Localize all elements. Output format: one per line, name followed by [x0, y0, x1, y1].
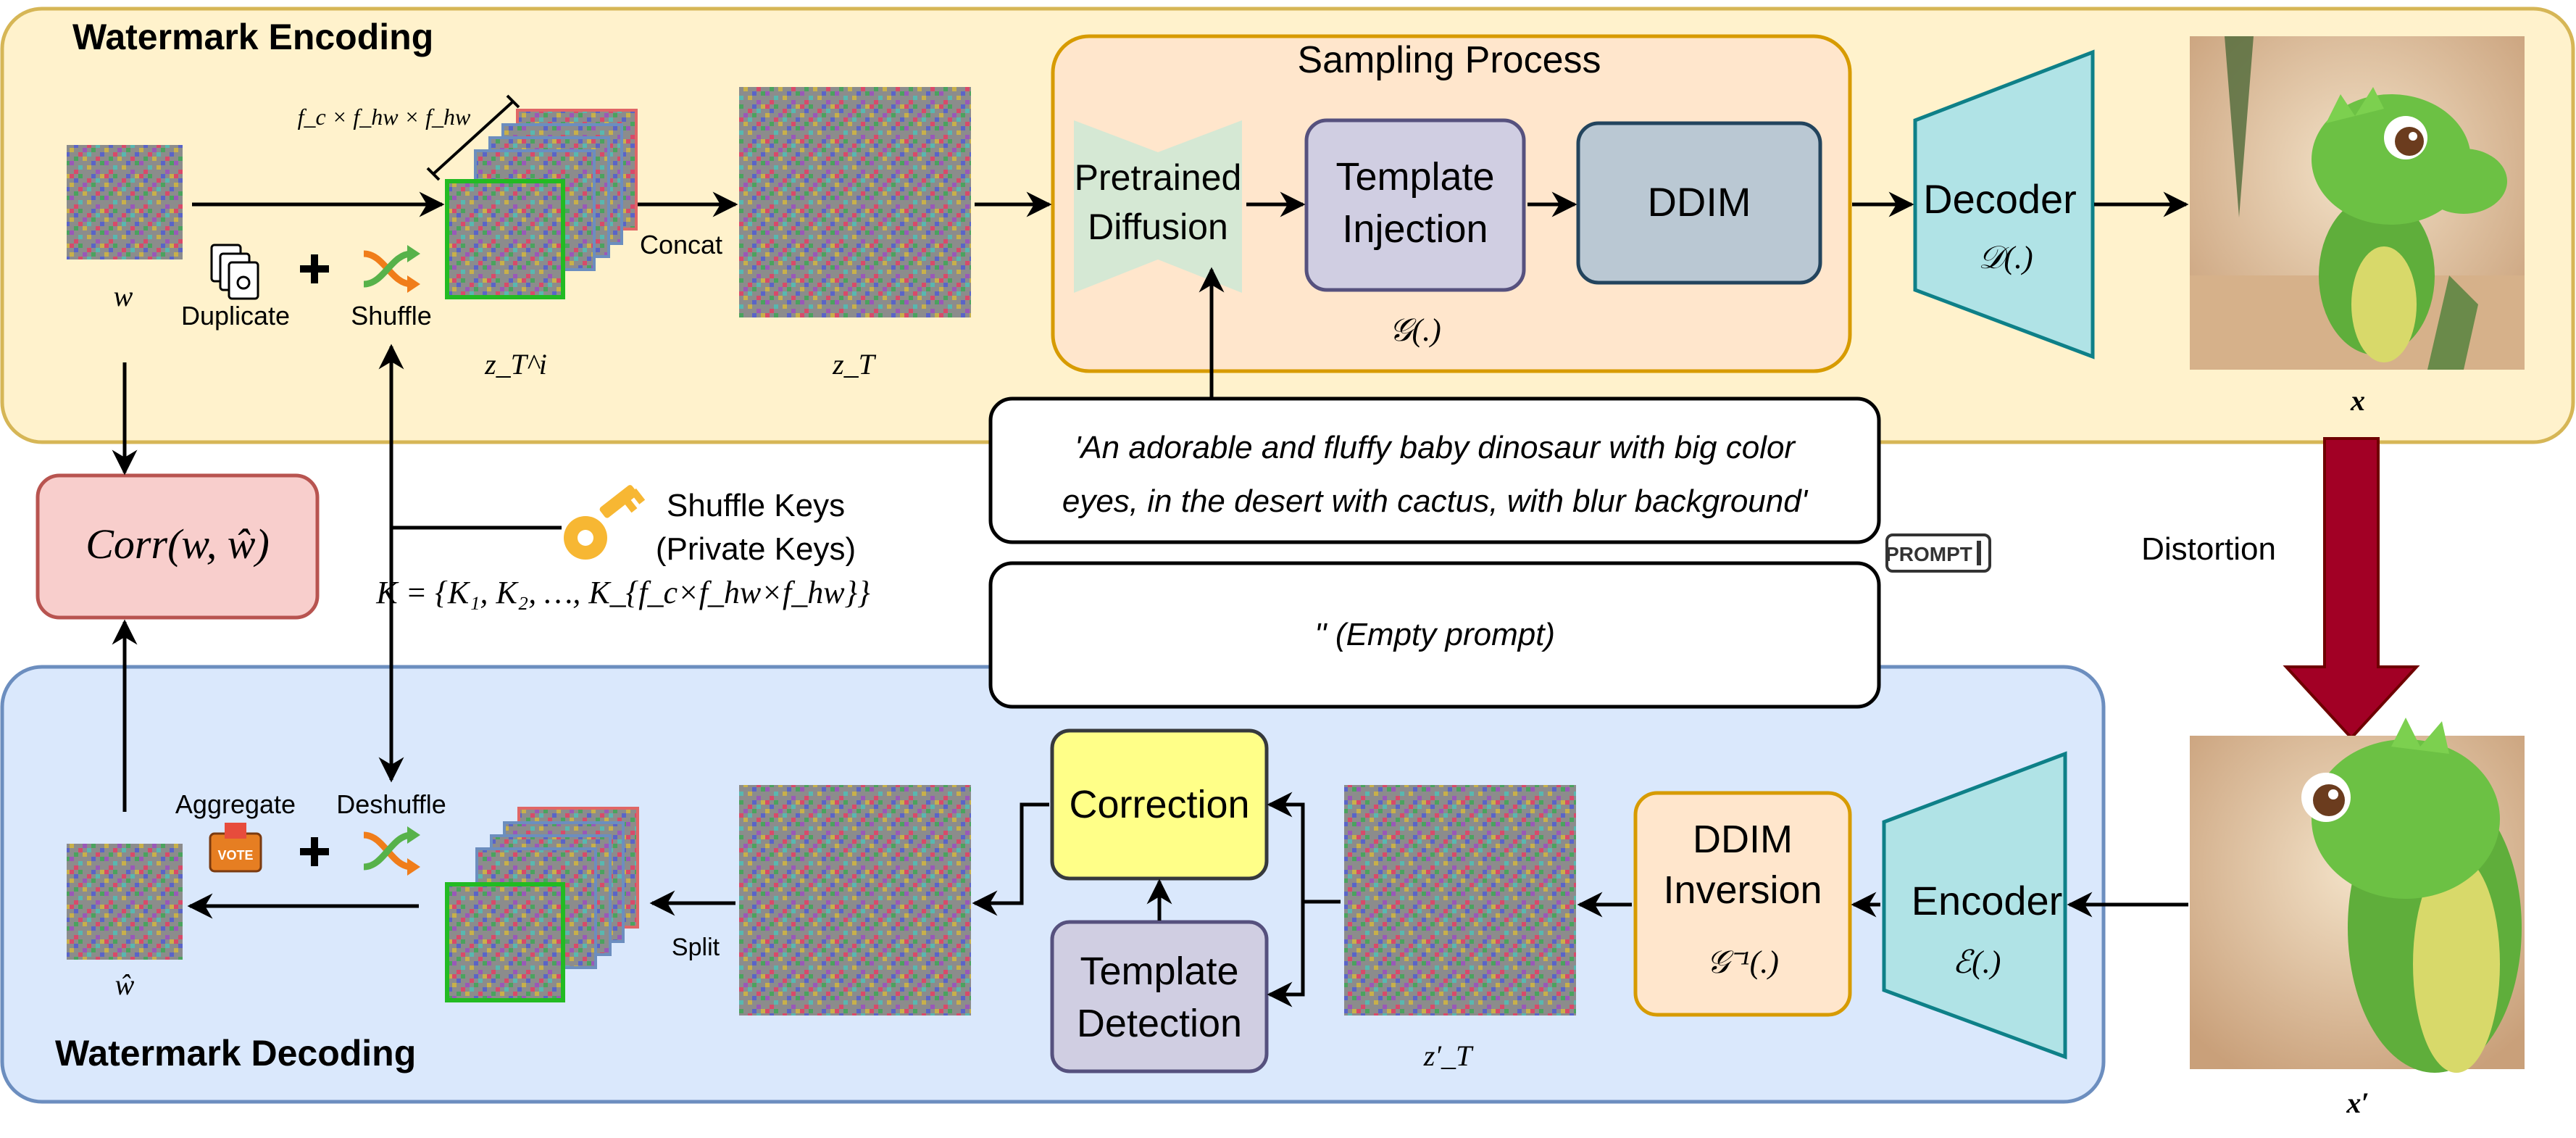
- keys-formula: K = {K₁, K₂, …, K_{f_c×f_hw×f_hw}}: [375, 575, 870, 610]
- pretrained-diffusion-shape: [1074, 120, 1242, 293]
- decoder-math: 𝒟(.): [1978, 240, 2033, 275]
- ddim-inversion-box: [1633, 791, 1852, 1017]
- split-label: Split: [672, 934, 720, 961]
- template-detection-line1: Template: [1080, 950, 1238, 993]
- aggregate-label: Aggregate: [175, 789, 296, 819]
- distortion-arrow: [2283, 437, 2420, 740]
- correction-label: Correction: [1069, 783, 1249, 826]
- zt-label: z_T: [832, 348, 877, 381]
- connector-arrows: [112, 191, 2189, 1008]
- generated-image-x: [2190, 36, 2525, 370]
- decoded-noise-stack: [445, 807, 639, 1002]
- corr-label: Corr(w, ŵ): [86, 520, 270, 568]
- zti-label: z_T^i: [484, 348, 547, 381]
- distorted-image-xp: [2190, 718, 2525, 1073]
- encoder-shape: [1882, 751, 2067, 1060]
- shuffle-label: Shuffle: [351, 301, 431, 331]
- encoder-label: Encoder: [1912, 878, 2063, 923]
- duplicate-label: Duplicate: [181, 301, 290, 331]
- pretrained-line1: Pretrained: [1075, 157, 1242, 198]
- text-prompt-box: [988, 396, 1881, 544]
- vote-box-icon: VOTE: [209, 823, 262, 873]
- template-injection-line1: Template: [1335, 155, 1494, 199]
- text-prompt-line1: 'An adorable and fluffy baby dinosaur wi…: [1075, 430, 1796, 465]
- ddim-label: DDIM: [1647, 179, 1751, 225]
- template-detection-box: [1050, 920, 1269, 1073]
- what-label: ŵ: [115, 968, 135, 1001]
- ztp-noise-image: [1344, 785, 1576, 1016]
- dims-bracket: [426, 94, 520, 181]
- correction-box: [1050, 728, 1269, 881]
- empty-prompt-box: [988, 561, 1881, 709]
- text-prompt-line2: eyes, in the desert with cactus, with bl…: [1062, 483, 1809, 519]
- decoding-title: Watermark Decoding: [55, 1033, 416, 1073]
- x-label: x: [2350, 384, 2365, 417]
- deshuffle-icon: [363, 826, 420, 876]
- decoder-label: Decoder: [1923, 176, 2077, 222]
- ddim-inversion-line1: DDIM: [1693, 818, 1793, 861]
- zt-noise-image: [739, 87, 971, 317]
- g-label: 𝒢(.): [1389, 312, 1441, 348]
- svg-text:VOTE: VOTE: [217, 848, 253, 863]
- xp-label: x′: [2346, 1087, 2369, 1119]
- decoder-shape: [1913, 49, 2095, 360]
- corrected-noise-image: [739, 785, 971, 1016]
- shuffle-keys-line1: Shuffle Keys: [667, 488, 845, 523]
- template-detection-line2: Detection: [1077, 1002, 1242, 1045]
- ddim-box: [1576, 121, 1822, 285]
- dims-label: f_c × f_hw × f_hw: [298, 104, 471, 130]
- deshuffle-label: Deshuffle: [336, 789, 446, 819]
- ddim-inversion-line2: Inversion: [1663, 868, 1822, 912]
- svg-text:PROMPT: PROMPT: [1885, 543, 1972, 565]
- key-icon: [564, 485, 646, 560]
- template-injection-line2: Injection: [1342, 207, 1488, 251]
- ginv-label: 𝒢⁻¹(.): [1706, 944, 1779, 980]
- template-injection-box: [1304, 118, 1526, 292]
- shuffle-keys-line2: (Private Keys): [656, 531, 856, 567]
- what-noise-image: [67, 844, 183, 960]
- pretrained-line2: Diffusion: [1088, 207, 1228, 247]
- plus-icon-decoding: [300, 837, 329, 866]
- corr-box: [36, 473, 320, 620]
- encoding-title: Watermark Encoding: [72, 17, 433, 57]
- empty-prompt-text: '' (Empty prompt): [1314, 617, 1555, 652]
- w-noise-image: [67, 145, 183, 259]
- concat-label: Concat: [640, 230, 722, 259]
- distortion-label: Distortion: [2141, 531, 2276, 567]
- plus-icon: [300, 254, 329, 283]
- zti-noise-stack: [445, 109, 638, 299]
- shuffle-icon: [363, 245, 420, 293]
- prompt-badge-icon: PROMPT: [1885, 533, 1991, 573]
- w-label: w: [114, 280, 133, 312]
- sampling-title: Sampling Process: [1297, 39, 1601, 81]
- duplicate-icon: [210, 244, 259, 300]
- ztp-label: z′_T: [1423, 1039, 1474, 1072]
- encoder-math: ℰ(.): [1953, 944, 2001, 980]
